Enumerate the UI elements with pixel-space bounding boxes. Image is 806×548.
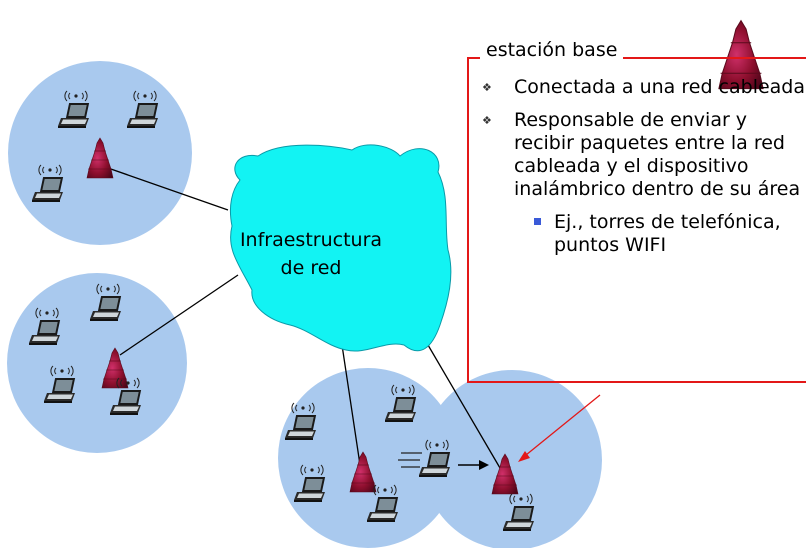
travel-arrow	[458, 460, 489, 470]
wireless-cell-mid-left	[7, 273, 187, 453]
network-infrastructure-cloud	[229, 144, 452, 352]
motion-lines-icon	[398, 452, 422, 468]
list-item: Ej., torres de telefónica, puntos WIFI	[478, 211, 806, 257]
square-bullet-icon	[534, 218, 541, 225]
cloud-label: Infraestructura de red	[239, 229, 383, 279]
sub-bullet-text: Ej., torres de telefónica, puntos WIFI	[554, 211, 781, 256]
callout-box	[467, 57, 806, 383]
diamond-bullet-icon: ❖	[482, 81, 492, 94]
bullet-text: Conectada a una red cableada	[514, 76, 806, 98]
diamond-bullet-icon: ❖	[482, 114, 492, 127]
bullet-text: Responsable de enviar y recibir paquetes…	[514, 109, 801, 200]
list-item: ❖ Responsable de enviar y recibir paquet…	[478, 109, 806, 201]
wireless-cell-bottom-right	[422, 370, 602, 548]
callout-list: ❖ Conectada a una red cableada ❖ Respons…	[478, 76, 806, 257]
wired-links	[107, 167, 501, 479]
callout-title: estación base	[480, 37, 624, 63]
list-item: ❖ Conectada a una red cableada	[478, 76, 806, 99]
callout-pointer-arrow	[518, 394, 601, 462]
